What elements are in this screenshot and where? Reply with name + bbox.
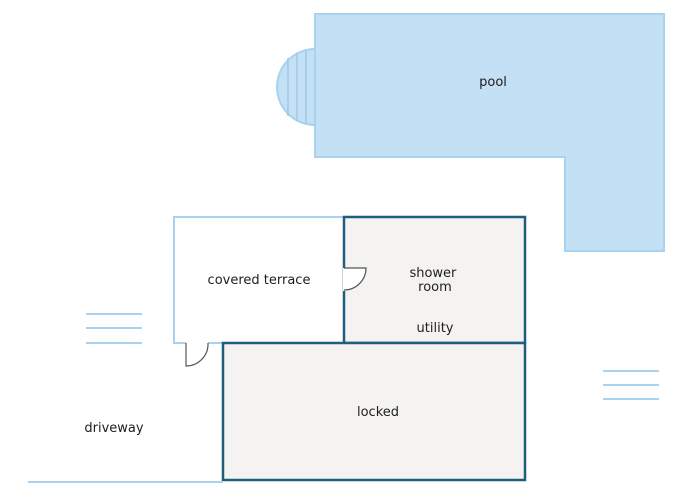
right-markings	[603, 370, 659, 400]
door-terrace	[185, 341, 209, 367]
pool-steps-semicircle	[276, 47, 316, 127]
door-swing-arc-terrace	[185, 342, 209, 367]
shower-room-walls	[342, 215, 527, 345]
locked-room-walls	[221, 341, 527, 482]
covered-terrace-label: covered terrace	[208, 273, 311, 288]
covered-terrace: covered terrace	[173, 216, 344, 344]
locked-label: locked	[357, 405, 399, 420]
driveway: driveway	[28, 421, 223, 483]
pool-step-lines	[287, 50, 307, 124]
door-swing-arc-shower	[343, 267, 367, 291]
driveway-label: driveway	[84, 421, 143, 436]
shower-room-label-line1: shower	[409, 266, 457, 281]
locked-room: locked	[221, 341, 527, 482]
shower-room-label-line2: room	[418, 280, 452, 295]
pool-shape	[314, 13, 665, 252]
pool-area: pool	[276, 13, 665, 252]
pool-label: pool	[479, 75, 507, 90]
left-markings	[86, 313, 142, 344]
shower-room: shower room utility	[342, 215, 527, 345]
door-shower-room	[343, 267, 367, 291]
utility-label: utility	[417, 321, 454, 336]
shower-room-label: shower room	[409, 266, 460, 295]
